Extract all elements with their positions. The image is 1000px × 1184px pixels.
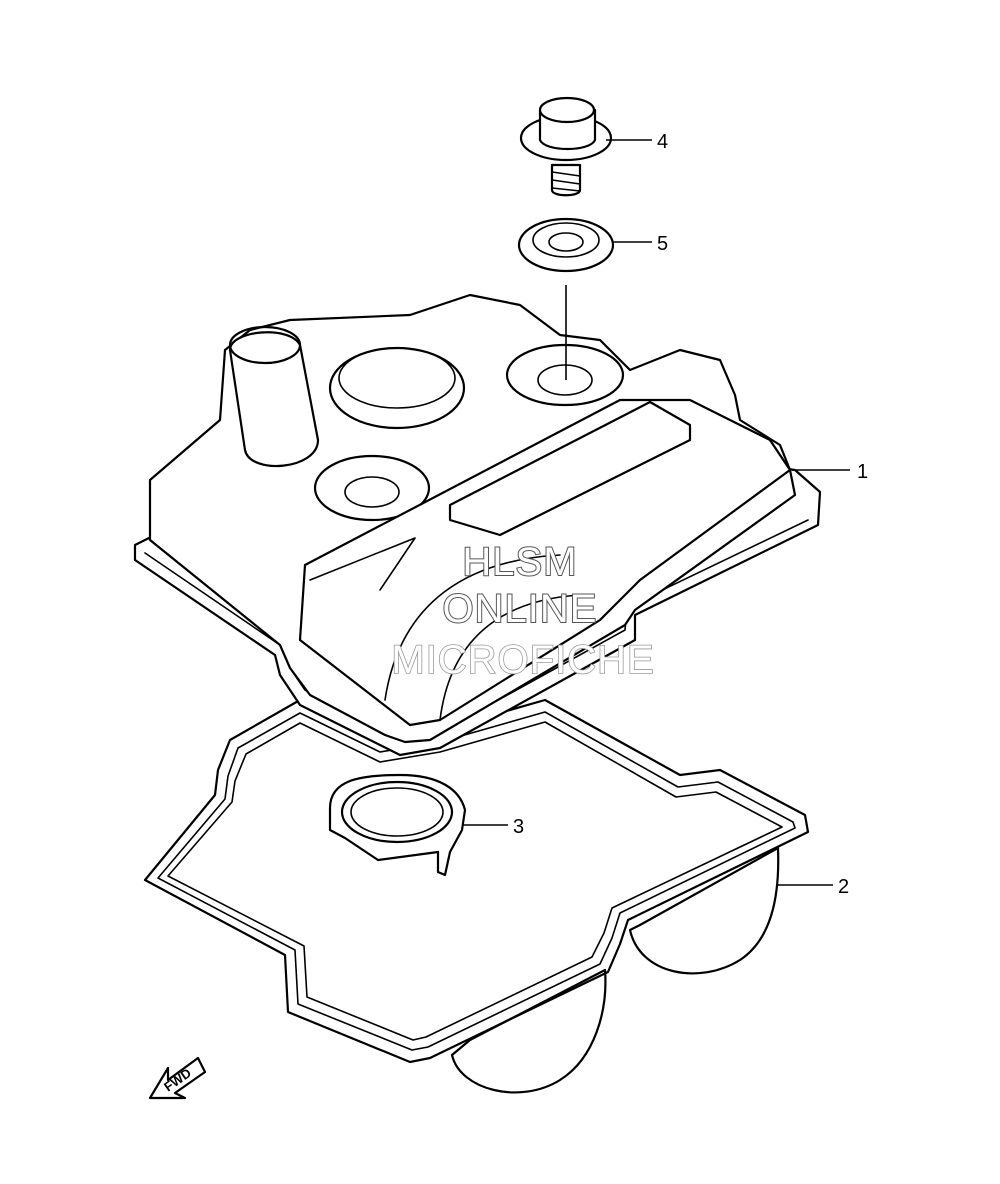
gasket-dome-left: [450, 968, 607, 1094]
gasket-inner-edge-2: [167, 721, 783, 1041]
callout-label-5: 5: [657, 233, 668, 255]
watermark-line-3: MICROFICHE: [391, 638, 654, 682]
callout-label-3: 3: [513, 816, 524, 838]
callout-5[interactable]: 5: [613, 233, 668, 255]
part-3-seal[interactable]: [328, 773, 467, 877]
callout-3[interactable]: 3: [463, 816, 524, 838]
gasket-dome-right: [628, 846, 780, 975]
part-4-bolt[interactable]: [519, 96, 613, 197]
watermark-line-2: ONLINE: [443, 587, 598, 631]
callout-label-4: 4: [657, 131, 668, 153]
cover-port-bolt-hole: [537, 364, 593, 396]
cover-front-arch: [384, 554, 561, 701]
bolt-head-top: [538, 96, 596, 124]
cover-breather-pipe: [228, 331, 320, 468]
fwd-arrow-icon: FWD: [148, 1056, 207, 1100]
washer-lip: [532, 222, 600, 258]
callout-2[interactable]: 2: [778, 876, 849, 898]
callout-4[interactable]: 4: [606, 131, 668, 153]
callout-label-1: 1: [857, 461, 868, 483]
cover-port-front-hole: [344, 476, 400, 508]
cover-rib: [309, 537, 416, 591]
cover-port-bolt: [505, 343, 625, 407]
washer-outer: [517, 217, 615, 273]
part-5-washer[interactable]: [517, 217, 615, 273]
seal-inner-bore: [350, 787, 444, 837]
callout-label-2: 2: [838, 876, 849, 898]
breather-pipe-end: [228, 325, 302, 365]
bolt-thread: [551, 171, 581, 192]
cover-top-ridge: [298, 398, 792, 727]
watermark-line-1: HLSM: [462, 540, 577, 584]
cover-front-arch-2: [439, 594, 581, 721]
cover-port-front: [313, 454, 431, 522]
callout-1[interactable]: 1: [792, 461, 868, 483]
gasket-inner-edge: [157, 711, 796, 1051]
cover-top-plate: [448, 400, 692, 537]
washer-hole: [548, 232, 584, 252]
seal-inner-ring: [340, 780, 454, 844]
gasket-outer-edge: [143, 698, 810, 1064]
part-1-cylinder-head-cover[interactable]: [133, 293, 822, 757]
fwd-arrow-shape: [148, 1056, 207, 1100]
part-2-cover-gasket[interactable]: [143, 698, 810, 1094]
watermark: HLSM ONLINE MICROFICHE: [391, 539, 655, 683]
cover-port-large-inner: [338, 347, 456, 409]
